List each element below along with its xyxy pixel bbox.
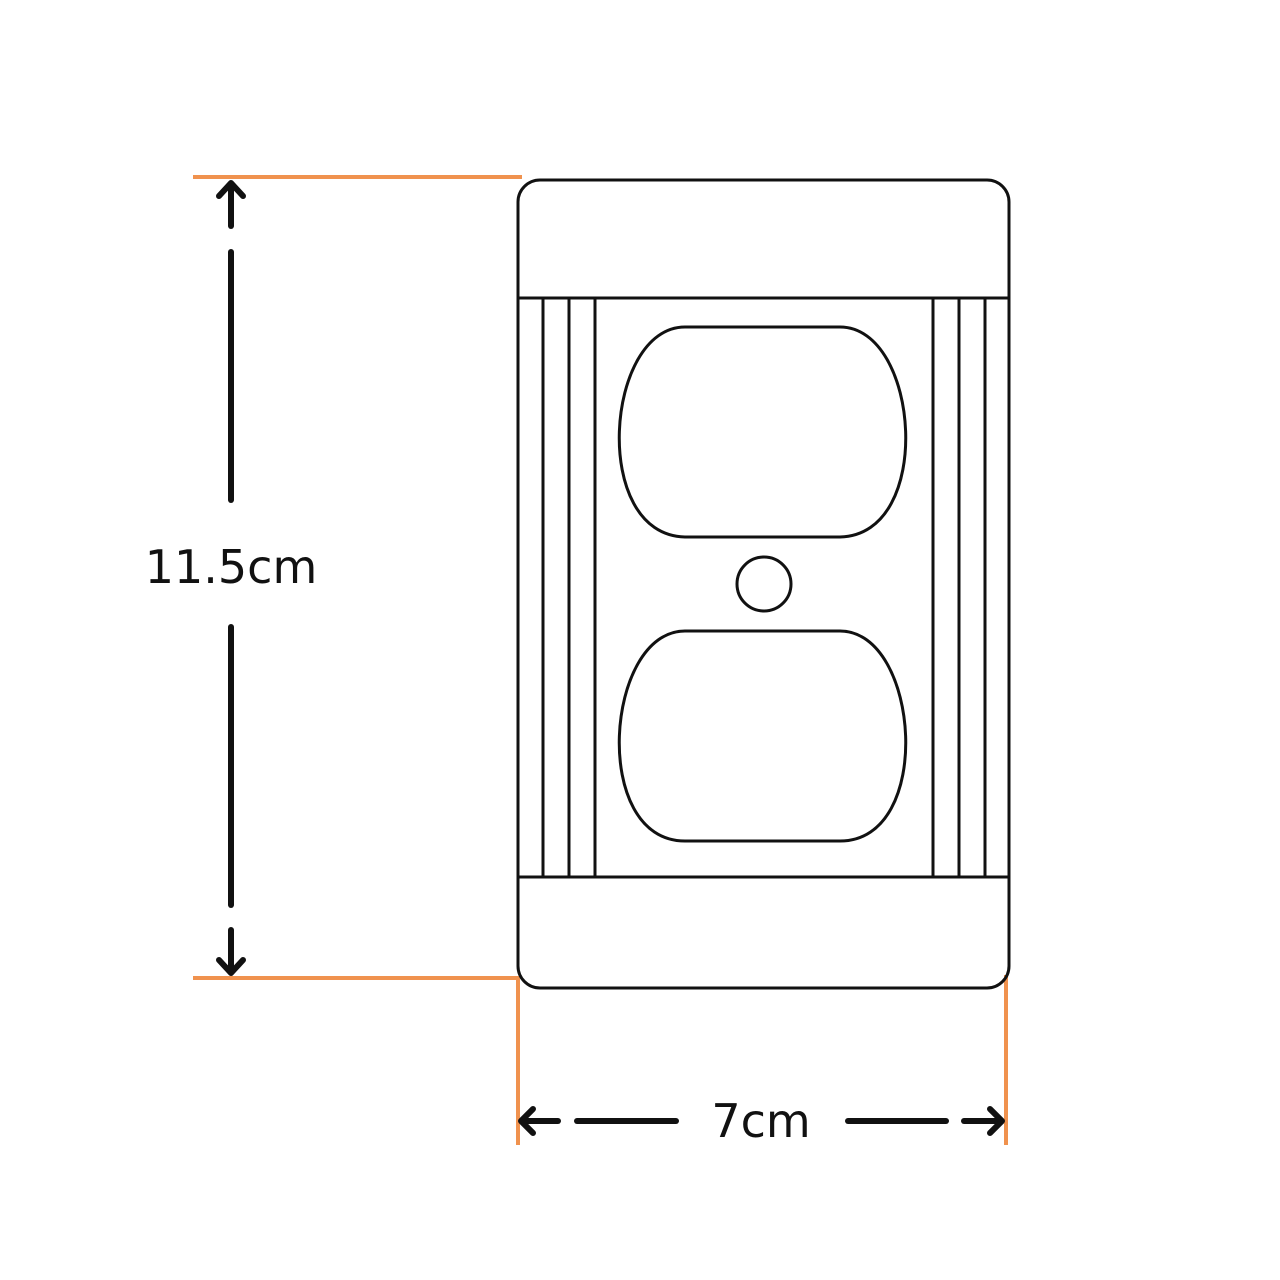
height-dimension [216, 180, 246, 976]
outlet-cover-plate [516, 178, 1011, 990]
lower-receptacle-opening [617, 629, 908, 843]
width-label: 7cm [711, 1094, 810, 1148]
width-dimension [518, 1106, 1005, 1136]
bottom-extension-line [193, 976, 520, 1145]
right-arrow-icon [987, 1106, 1005, 1136]
height-label: 11.5cm [145, 540, 318, 594]
extension-lines [193, 175, 1008, 1145]
center-screw-hole [735, 555, 793, 613]
down-arrow-icon [216, 957, 246, 976]
left-grooves [541, 298, 597, 877]
upper-receptacle-opening [617, 325, 908, 539]
plate-outline [516, 178, 1011, 990]
right-grooves [931, 298, 987, 877]
